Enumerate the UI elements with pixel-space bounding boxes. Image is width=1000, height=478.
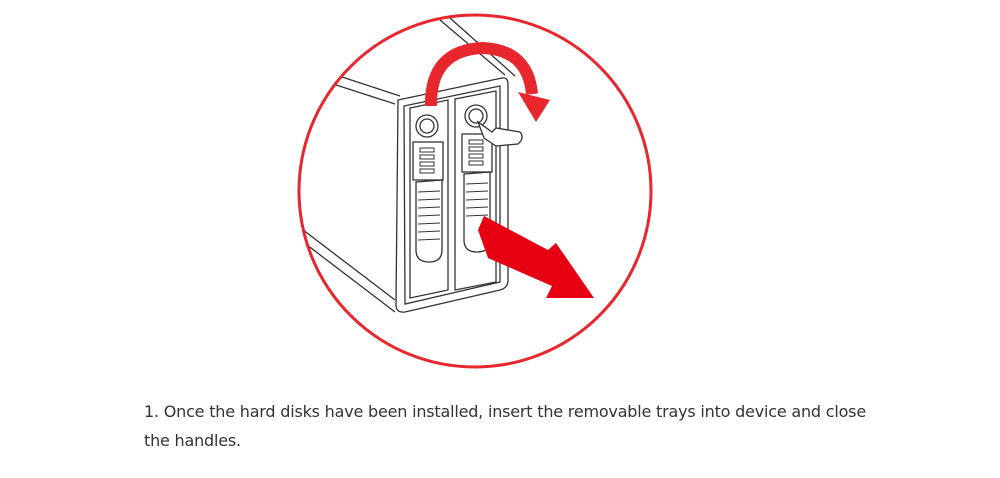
installation-illustration — [297, 13, 653, 369]
push-arrow-icon — [478, 216, 594, 298]
detail-circle — [297, 13, 653, 369]
drive-enclosure — [299, 17, 523, 313]
instruction-step-1: 1. Once the hard disks have been install… — [144, 402, 866, 450]
rotate-arrow-icon — [424, 41, 550, 122]
